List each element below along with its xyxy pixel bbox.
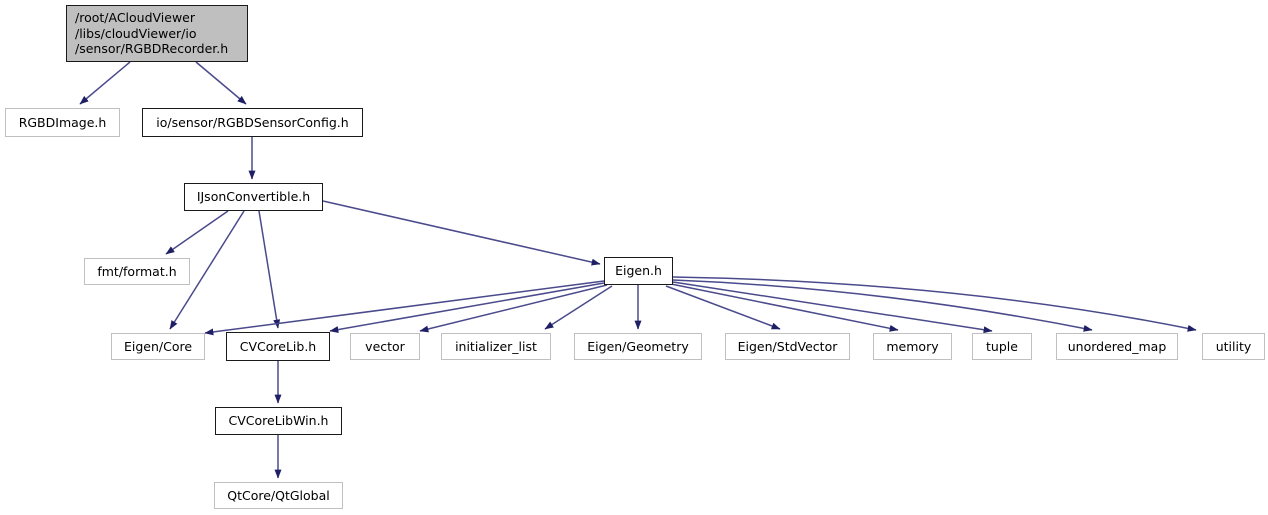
node-eigengeom[interactable]: Eigen/Geometry xyxy=(574,333,702,360)
edge-eigenh-to-vector xyxy=(419,284,608,333)
edge-root-to-rgbdimage xyxy=(79,61,131,105)
node-utility[interactable]: utility xyxy=(1202,333,1265,360)
node-cvcorelibwin[interactable]: CVCoreLibWin.h xyxy=(215,407,342,435)
node-qtglobal[interactable]: QtCore/QtGlobal xyxy=(214,482,343,509)
node-tuple[interactable]: tuple xyxy=(972,333,1032,360)
node-eigenh[interactable]: Eigen.h xyxy=(604,257,673,285)
node-eigencore[interactable]: Eigen/Core xyxy=(111,333,205,360)
node-cvcorelib[interactable]: CVCoreLib.h xyxy=(226,332,330,361)
node-sensorconfig[interactable]: io/sensor/RGBDSensorConfig.h xyxy=(142,108,363,137)
edge-eigenh-to-cvcorelib xyxy=(329,282,605,333)
node-unorderedmap[interactable]: unordered_map xyxy=(1056,333,1178,360)
node-fmtformat[interactable]: fmt/format.h xyxy=(84,258,190,285)
node-initlist[interactable]: initializer_list xyxy=(441,333,551,360)
edge-eigenh-to-eigenstdvec xyxy=(665,285,781,330)
edge-eigenh-to-eigencore xyxy=(204,280,605,336)
edge-ijson-to-fmtformat xyxy=(165,210,229,255)
node-eigenstdvec[interactable]: Eigen/StdVector xyxy=(725,333,850,360)
edge-ijson-to-cvcorelib xyxy=(258,210,281,329)
node-rgbdimage[interactable]: RGBDImage.h xyxy=(5,108,120,137)
edge-root-to-sensorconfig xyxy=(195,61,247,105)
edge-eigenh-to-utility xyxy=(672,276,1197,332)
node-vector[interactable]: vector xyxy=(350,333,420,360)
node-memory[interactable]: memory xyxy=(873,333,952,360)
node-ijson[interactable]: IJsonConvertible.h xyxy=(184,183,323,211)
edge-ijson-to-eigenh xyxy=(322,200,601,266)
edge-eigenh-to-tuple xyxy=(672,281,993,334)
edge-eigenh-to-memory xyxy=(670,283,899,332)
edge-eigenh-to-initlist xyxy=(544,285,613,330)
node-root[interactable]: /root/ACloudViewer /libs/cloudViewer/io … xyxy=(66,5,248,62)
edge-eigenh-to-unorderedmap xyxy=(672,279,1093,332)
